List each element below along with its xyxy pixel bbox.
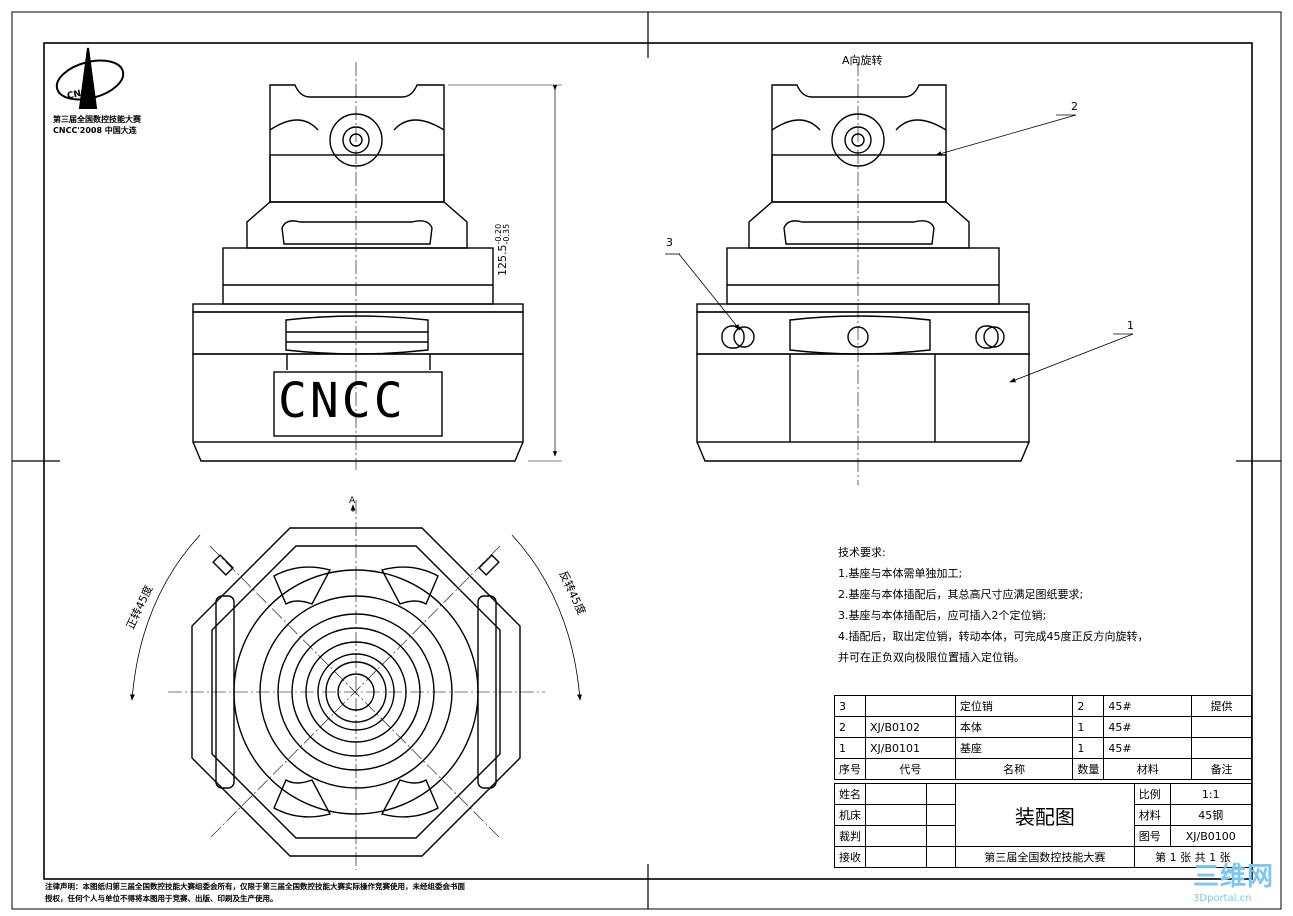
- bom-no: 1: [834, 737, 866, 759]
- bom-header-code: 代号: [865, 758, 956, 780]
- height-dimension: 125.5-0.20-0.35: [494, 223, 511, 277]
- bom-note: 提供: [1191, 695, 1252, 717]
- cncc-logo-icon: [55, 47, 125, 109]
- tech-heading: 技术要求:: [838, 546, 886, 559]
- logo-line-1: 第三届全国数控技能大赛: [53, 115, 141, 124]
- machine-label: 机床: [834, 804, 866, 826]
- drawing-title: 装配图: [955, 783, 1135, 847]
- bom-name: 本体: [954, 716, 1074, 738]
- bom-header-note: 备注: [1191, 758, 1252, 780]
- bom-note: [1191, 716, 1252, 738]
- callout-3: 3: [666, 236, 673, 249]
- tech-item: 并可在正负双向极限位置插入定位销。: [838, 651, 1025, 664]
- bom-material: 45#: [1103, 695, 1193, 717]
- bom-row: 3 定位销 2 45# 提供: [834, 695, 1252, 717]
- sheet-count: 第 1 张 共 1 张: [1133, 846, 1253, 868]
- watermark: 三维网 3Dportal.cn: [1193, 856, 1274, 904]
- callout-1: 1: [1127, 319, 1134, 332]
- tolerance-lower: -0.35: [502, 223, 511, 245]
- name-value: [865, 783, 927, 805]
- watermark-main: 三维网: [1193, 862, 1275, 892]
- bom-name: 定位销: [954, 695, 1074, 717]
- competition-name: 第三届全国数控技能大赛: [955, 846, 1135, 868]
- bom-qty: 2: [1072, 695, 1105, 717]
- scale-label: 比例: [1133, 783, 1171, 805]
- material-label: 材料: [1133, 804, 1171, 826]
- side-view-label: A向旋转: [842, 54, 883, 67]
- receive-extra: [925, 846, 957, 868]
- bom-header-row: 序号 代号 名称 数量 材料 备注: [834, 758, 1252, 780]
- judge-value: [865, 825, 927, 847]
- callout-2: 2: [1071, 100, 1078, 113]
- section-label: A: [349, 496, 356, 506]
- drawing-no-label: 图号: [1133, 825, 1171, 847]
- top-view: [130, 500, 582, 870]
- bom-qty: 1: [1072, 716, 1105, 738]
- centering-marks: [12, 12, 1281, 909]
- bom-header-no: 序号: [834, 758, 866, 780]
- bom-code: XJ/B0101: [865, 737, 956, 759]
- tech-requirements: 技术要求: 1.基座与本体需单独加工; 2.基座与本体插配后，其总高尺寸应满足图…: [838, 542, 1149, 668]
- bom-name: 基座: [954, 737, 1074, 759]
- receive-label: 接收: [834, 846, 866, 868]
- name-label: 姓名: [834, 783, 866, 805]
- legal-line-1: 注律声明：本图纸归第三届全国数控技能大赛组委会所有，仅限于第三届全国数控技能大赛…: [45, 882, 465, 891]
- tech-item: 3.基座与本体插配后，应可插入2个定位销;: [838, 609, 1047, 622]
- bom-no: 2: [834, 716, 866, 738]
- tech-item: 4.插配后，取出定位销，转动本体，可完成45度正反方向旋转，: [838, 630, 1149, 643]
- tech-item: 1.基座与本体需单独加工;: [838, 567, 963, 580]
- judge-label: 裁判: [834, 825, 866, 847]
- logo-caption: 第三届全国数控技能大赛 CNCC'2008 中国大连: [53, 114, 141, 136]
- bom-material: 45#: [1103, 737, 1193, 759]
- bom-code: XJ/B0102: [865, 716, 956, 738]
- tech-item: 2.基座与本体插配后，其总高尺寸应满足图纸要求;: [838, 588, 1084, 601]
- bom-no: 3: [834, 695, 866, 717]
- watermark-sub: 3Dportal.cn: [1193, 893, 1252, 904]
- bom-row: 1 XJ/B0101 基座 1 45#: [834, 737, 1252, 759]
- bom-header-name: 名称: [954, 758, 1074, 780]
- dimension-value: 125.5: [496, 244, 509, 277]
- legal-notice: 注律声明：本图纸归第三届全国数控技能大赛组委会所有，仅限于第三届全国数控技能大赛…: [45, 881, 465, 905]
- cncc-emblem: CNCC: [278, 373, 406, 429]
- machine-value: [865, 804, 927, 826]
- front-view: [192, 62, 562, 470]
- bom-header-material: 材料: [1103, 758, 1193, 780]
- bom-header-qty: 数量: [1072, 758, 1105, 780]
- side-view: [665, 62, 1134, 485]
- drawing-no-value: XJ/B0100: [1169, 825, 1253, 847]
- legal-line-2: 授权，任何个人与单位不得将本图用于竞赛、出版、印刷及生产使用。: [45, 894, 278, 903]
- logo-line-2: CNCC'2008 中国大连: [53, 126, 137, 135]
- judge-extra: [925, 825, 957, 847]
- name-extra: [925, 783, 957, 805]
- receive-value: [865, 846, 927, 868]
- bom-row: 2 XJ/B0102 本体 1 45#: [834, 716, 1252, 738]
- bom-code: [865, 695, 956, 717]
- material-value: 45钢: [1169, 804, 1253, 826]
- scale-value: 1:1: [1169, 783, 1253, 805]
- dimension-tolerance: -0.20-0.35: [494, 223, 511, 245]
- bill-of-materials: 3 定位销 2 45# 提供 2 XJ/B0102 本体 1 45# 1 XJ/…: [834, 695, 1252, 780]
- bom-qty: 1: [1072, 737, 1105, 759]
- bom-note: [1191, 737, 1252, 759]
- title-block: 姓名 装配图 比例 1:1 机床 材料 45钢 裁判 图号 XJ/B0100 接…: [834, 783, 1253, 868]
- machine-extra: [925, 804, 957, 826]
- bom-material: 45#: [1103, 716, 1193, 738]
